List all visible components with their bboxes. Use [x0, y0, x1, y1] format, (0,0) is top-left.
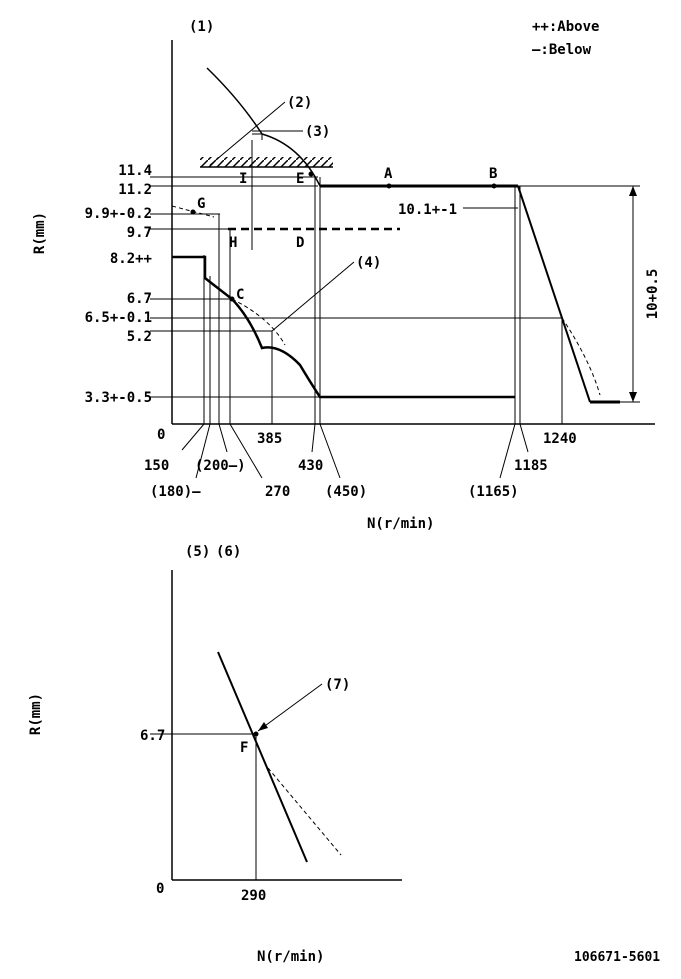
- label-h: H: [229, 235, 237, 251]
- label-e: E: [296, 171, 304, 187]
- x-tick-385: 385: [257, 431, 282, 447]
- bottom-y-axis-label: R(mm): [28, 693, 44, 735]
- top-x-axis-label: N(r/min): [367, 516, 434, 532]
- leader-1185: [519, 423, 529, 453]
- part-number: 106671-5601: [574, 950, 660, 965]
- bottom-dashed: [267, 767, 342, 856]
- point-b: [491, 183, 497, 189]
- callout-3: (3): [305, 124, 330, 140]
- full-load-curve-upper: [206, 67, 321, 187]
- label-f: F: [240, 740, 248, 756]
- bottom-x-tick-290: 290: [241, 888, 266, 904]
- point-g: [190, 209, 196, 215]
- range-arrow-bottom: [629, 392, 637, 402]
- x-tick-430: 430: [298, 458, 323, 474]
- leader-180: [195, 423, 211, 479]
- cutoff-dashed: [561, 317, 601, 396]
- y-tick-82: 8.2++: [110, 251, 152, 267]
- top-chart-title: (1): [189, 19, 214, 35]
- callout-4: (4): [356, 255, 381, 271]
- leader-150: [181, 423, 205, 451]
- point-e: [308, 171, 314, 177]
- x-tick-1185: 1185: [514, 458, 548, 474]
- y-tick-33: 3.3+-0.5: [85, 390, 152, 406]
- callout-7-arrow: [258, 722, 268, 731]
- range-label: 10+0.5: [645, 269, 661, 320]
- top-chart: (1) ++:Above —:Below R(mm) 11.4 11.2 9.9…: [32, 19, 661, 532]
- x-tick-1165: (1165): [468, 484, 519, 500]
- idle-curve: [172, 255, 515, 399]
- y-tick-67: 6.7: [127, 291, 152, 307]
- y-tick-99: 9.9+-0.2: [85, 206, 152, 222]
- bottom-title-5: (5): [185, 544, 210, 560]
- x-tick-180: (180)—: [150, 484, 201, 500]
- top-y-axis-label: R(mm): [32, 212, 48, 254]
- y-tick-52: 5.2: [127, 329, 152, 345]
- x-tick-1240: 1240: [543, 431, 577, 447]
- x-tick-450: (450): [325, 484, 367, 500]
- label-b: B: [489, 166, 497, 182]
- label-d: D: [296, 235, 304, 251]
- callout-2-line: [209, 101, 286, 166]
- bottom-title-6: (6): [216, 544, 241, 560]
- note-101: 10.1+-1: [398, 202, 457, 218]
- idle-dashed: [231, 298, 286, 346]
- leader-1165: [499, 423, 516, 479]
- label-a: A: [384, 166, 393, 182]
- bottom-chart: (5) (6) R(mm) 6.7 0 290 F (7) N(r/min): [28, 544, 402, 965]
- legend-above: ++:Above: [532, 19, 599, 35]
- bottom-x-axis-label: N(r/min): [257, 949, 324, 965]
- y-tick-114: 11.4: [118, 163, 152, 179]
- point-a: [386, 183, 392, 189]
- bottom-y-tick-0: 0: [156, 881, 164, 897]
- stopper-hatch: [200, 157, 333, 167]
- label-g: G: [197, 196, 205, 212]
- leader-270: [229, 423, 263, 479]
- point-c: [229, 296, 235, 302]
- y-tick-112: 11.2: [118, 182, 152, 198]
- leader-430: [311, 423, 316, 453]
- y-tick-65: 6.5+-0.1: [85, 310, 152, 326]
- bottom-main-line: [217, 651, 308, 863]
- callout-4-line: [271, 261, 355, 332]
- callout-7: (7): [325, 677, 350, 693]
- y-tick-0: 0: [157, 427, 165, 443]
- label-i: I: [239, 171, 247, 187]
- x-tick-270: 270: [265, 484, 290, 500]
- legend-below: —:Below: [532, 42, 592, 58]
- x-tick-200: (200—): [195, 458, 246, 474]
- y-tick-97: 9.7: [127, 225, 152, 241]
- label-c: C: [236, 287, 244, 303]
- leader-450: [319, 423, 341, 479]
- point-f: [253, 731, 259, 737]
- bottom-y-tick-67: 6.7: [140, 728, 165, 744]
- range-arrow-top: [629, 186, 637, 196]
- full-load-cutoff: [517, 185, 591, 403]
- leader-200: [218, 423, 228, 453]
- callout-2: (2): [287, 95, 312, 111]
- x-tick-150: 150: [144, 458, 169, 474]
- callout-7-line: [257, 683, 323, 732]
